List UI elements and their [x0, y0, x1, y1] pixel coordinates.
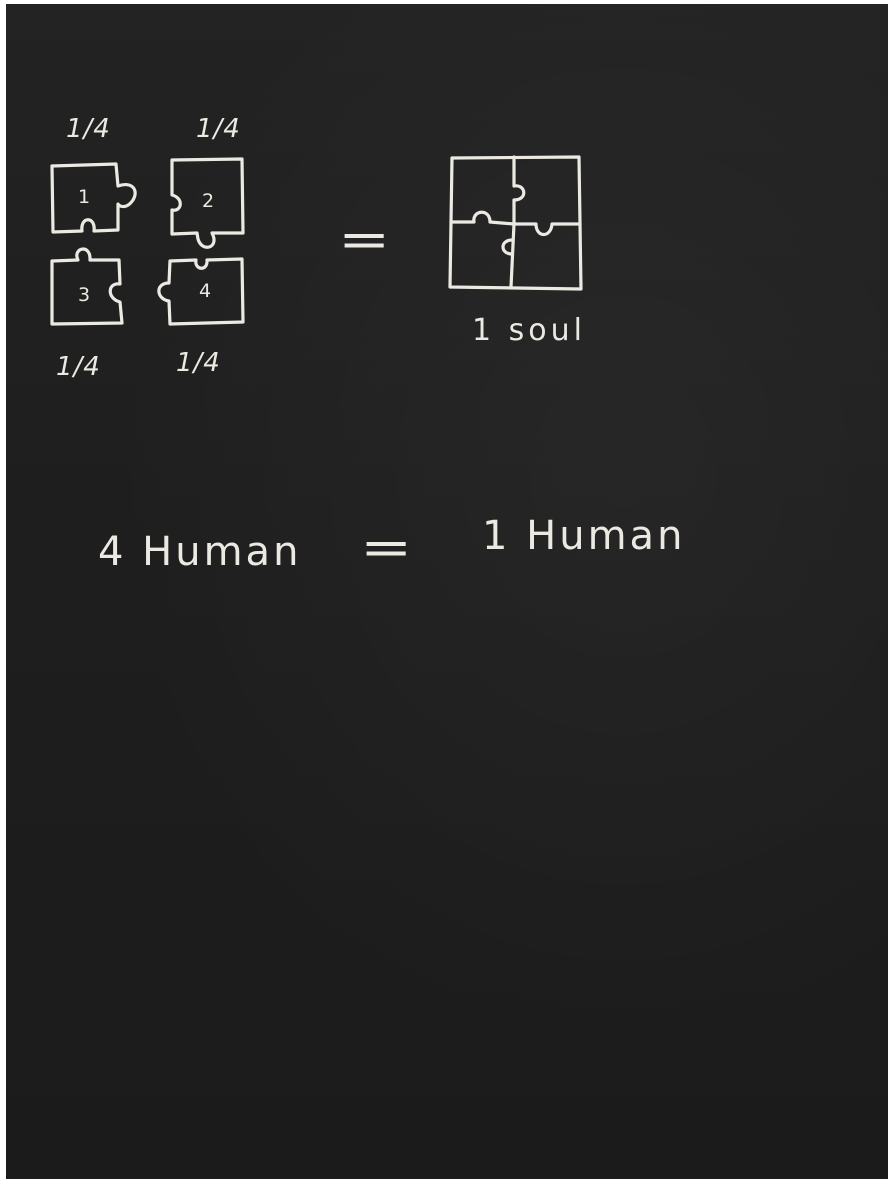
fraction-label-piece-4: 1/4: [176, 348, 221, 378]
puzzle-piece-2-number: 2: [202, 190, 215, 212]
fraction-label-piece-1: 1/4: [66, 114, 111, 144]
bottom-equals-sign: =: [359, 520, 413, 576]
puzzle-piece-3-number: 3: [78, 284, 91, 306]
assembled-puzzle-square: [448, 155, 583, 291]
puzzle-piece-1-number: 1: [78, 186, 91, 208]
right-side-human-count: 1 Human: [482, 513, 686, 559]
left-side-human-count: 4 Human: [98, 529, 302, 575]
assembled-puzzle-inner-notch: [501, 238, 514, 256]
assembled-puzzle-horizontal-seam: [449, 210, 582, 237]
puzzle-piece-4-outline: [157, 257, 245, 326]
chalk-drawings: [50, 155, 583, 326]
fraction-label-piece-2: 1/4: [196, 114, 241, 144]
puzzle-piece-4-number: 4: [199, 280, 212, 302]
soul-result-label: 1 soul: [472, 313, 586, 348]
black-paper-sheet: 1/4 1/4 1/4 1/4 1 2 3 4 = 1 soul 4 Human…: [6, 4, 888, 1179]
top-equals-sign: =: [337, 212, 391, 268]
puzzle-piece-3-outline: [50, 247, 124, 326]
puzzle-piece-2-outline: [170, 157, 245, 249]
puzzle-piece-1-outline: [50, 162, 137, 234]
fraction-label-piece-3: 1/4: [56, 352, 101, 382]
assembled-puzzle-vertical-seam: [509, 155, 526, 289]
